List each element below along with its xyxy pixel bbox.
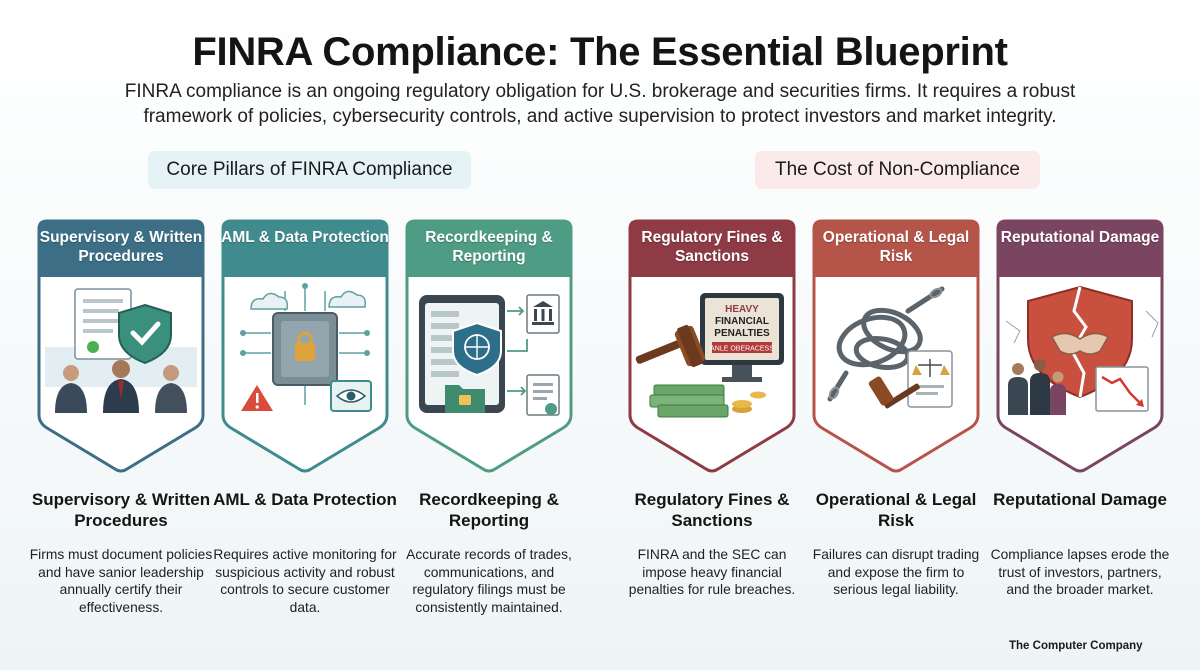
cloud-icon	[250, 290, 367, 310]
card-recordkeeping: Recordkeeping & Reporting	[405, 219, 573, 475]
card-title: Operational & Legal Risk	[822, 229, 970, 265]
document-certificate-icon	[526, 374, 560, 416]
card-title: Reputational Damage	[1000, 229, 1160, 246]
cost-heading-operational: Operational & Legal Risk	[815, 490, 977, 530]
monitor-banner-text: ANLE OBERACESS	[710, 346, 774, 353]
data-vault-illustration	[240, 283, 372, 412]
pillar-body-aml: Requires active monitoring for suspiciou…	[213, 547, 397, 615]
section-label-core-pillars: Core Pillars of FINRA Compliance	[148, 151, 471, 189]
shield-icon	[118, 303, 172, 365]
gavel-icon	[868, 376, 920, 409]
safe-lock-icon	[272, 312, 338, 386]
warning-icon	[241, 385, 273, 411]
cost-heading-fines: Regulatory Fines & Sanctions	[634, 490, 790, 530]
tangled-chain-illustration	[827, 286, 953, 409]
policy-team-illustration	[45, 288, 197, 413]
card-title: Regulatory Fines & Sanctions	[641, 229, 783, 265]
card-reputational: Reputational Damage	[996, 219, 1164, 475]
card-aml: AML & Data Protection	[221, 219, 389, 475]
section-label-cost: The Cost of Non-Compliance	[755, 151, 1040, 189]
legal-document-icon	[907, 350, 953, 408]
cost-body-fines: FINRA and the SEC can impose heavy finan…	[628, 547, 796, 597]
handshake-icon	[1050, 332, 1110, 355]
records-tablet-illustration	[419, 294, 560, 416]
card-title: Supervisory & Written Procedures	[39, 229, 203, 265]
globe-shield-icon	[452, 321, 502, 377]
pillar-body-supervisory: Firms must document policies and have sa…	[29, 547, 213, 615]
card-shield-shape	[812, 219, 980, 473]
cost-heading-reputational: Reputational Damage	[993, 490, 1167, 509]
fines-gavel-illustration: HEAVY FINANCIAL PENALTIES ANLE OBERACESS	[635, 293, 784, 418]
bank-icon	[526, 294, 560, 334]
page-title: FINRA Compliance: The Essential Blueprin…	[192, 30, 1008, 74]
card-title: Recordkeeping & Reporting	[425, 229, 553, 265]
folder-lock-icon	[445, 385, 485, 413]
pillar-heading-recordkeeping: Recordkeeping & Reporting	[419, 490, 559, 530]
declining-chart-icon	[1095, 366, 1149, 412]
card-supervisory: Supervisory & Written Procedures	[37, 219, 205, 475]
coins-icon	[732, 391, 766, 413]
cost-body-reputational: Compliance lapses erode the trust of inv…	[990, 547, 1170, 597]
card-operational: Operational & Legal Risk	[812, 219, 980, 475]
people-icon	[1008, 359, 1066, 415]
pillar-heading-aml: AML & Data Protection	[213, 490, 397, 509]
monitor-text-line1: HEAVY	[725, 304, 759, 315]
money-stack-icon	[649, 384, 729, 418]
team-people-icon	[55, 360, 187, 413]
page-subtitle: FINRA compliance is an ongoing regulator…	[124, 81, 1076, 127]
pillar-heading-supervisory: Supervisory & Written Procedures	[31, 490, 211, 530]
pillar-body-recordkeeping: Accurate records of trades, communicatio…	[406, 547, 572, 615]
gavel-icon	[635, 324, 706, 368]
monitor-text-line2: FINANCIAL	[715, 316, 769, 327]
card-fines: Regulatory Fines & Sanctions HEAVY FINAN…	[628, 219, 796, 475]
eye-icon	[330, 380, 372, 412]
footer-brand: The Computer Company	[1009, 640, 1143, 652]
broken-trust-illustration	[1005, 285, 1159, 415]
monitor-text-line3: PENALTIES	[714, 328, 770, 339]
card-title: AML & Data Protection	[221, 229, 389, 246]
cost-body-operational: Failures can disrupt trading and expose …	[812, 547, 980, 597]
monitor-icon: HEAVY FINANCIAL PENALTIES ANLE OBERACESS	[700, 293, 784, 382]
